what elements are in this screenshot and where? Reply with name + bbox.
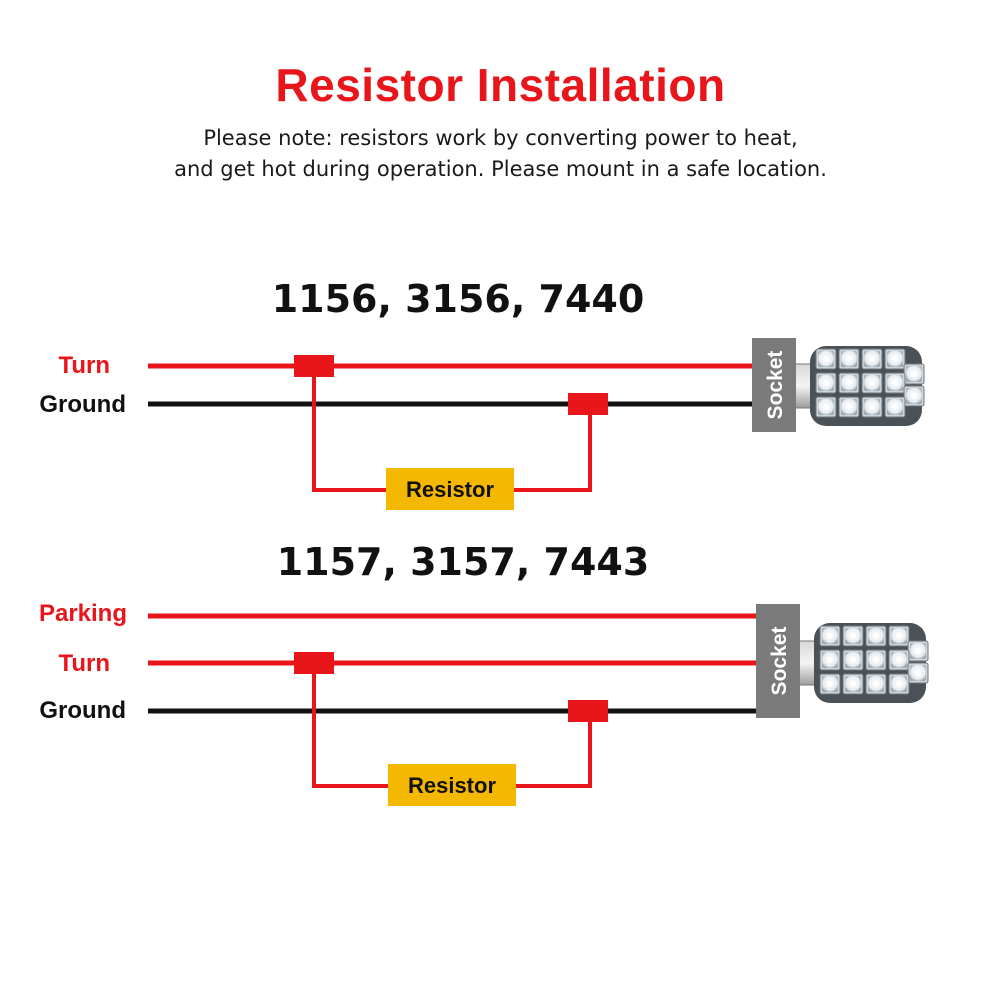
led-bulb-icon (792, 346, 924, 426)
model-numbers-1: 1156, 3156, 7440 (272, 277, 645, 321)
wire-tap-connector-ground (568, 700, 608, 722)
page-title: Resistor Installation (275, 59, 726, 111)
diagram-1: 1156, 3156, 7440 Turn Ground Resistor So… (39, 277, 924, 510)
wire-label-parking: Parking (39, 600, 127, 627)
socket (752, 338, 796, 432)
resistor (386, 468, 514, 510)
led-bulb-icon (796, 623, 928, 703)
wire-label-ground: Ground (39, 391, 126, 418)
wire-tap-connector-turn (294, 652, 334, 674)
wire-label-ground: Ground (39, 697, 126, 724)
wire-label-turn: Turn (58, 650, 110, 677)
warning-note-line-1: Please note: resistors work by convertin… (203, 126, 798, 150)
socket (756, 604, 800, 718)
resistor-label: Resistor (408, 773, 496, 798)
wire-tap-connector-turn (294, 355, 334, 377)
warning-note-line-2: and get hot during operation. Please mou… (174, 157, 827, 181)
resistor-label: Resistor (406, 477, 494, 502)
wire-tap-connector-ground (568, 393, 608, 415)
model-numbers-2: 1157, 3157, 7443 (277, 540, 650, 584)
socket-label: Socket (768, 627, 791, 696)
socket-label: Socket (764, 351, 787, 420)
resistor (388, 764, 516, 806)
wire-label-turn: Turn (58, 352, 110, 379)
diagram-2: 1157, 3157, 7443 Parking Turn Ground Res… (39, 540, 928, 806)
